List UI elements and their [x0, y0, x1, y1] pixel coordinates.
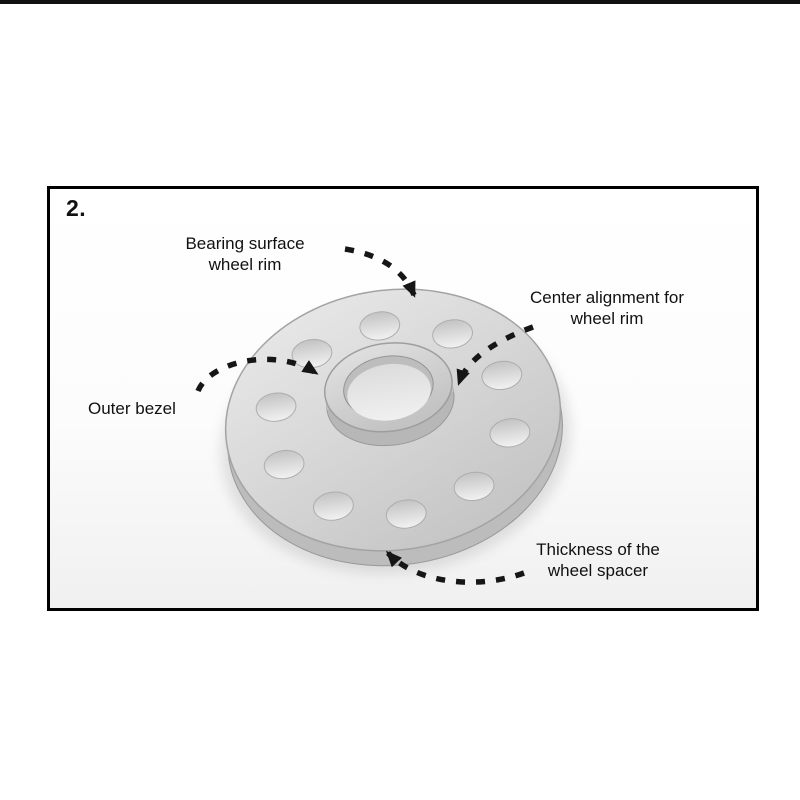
- step-number: 2.: [66, 195, 87, 221]
- instruction-frame: 2.: [47, 186, 759, 611]
- label-center-alignment: Center alignment for wheel rim: [512, 287, 702, 329]
- label-bearing-surface-line1: Bearing surface: [185, 234, 305, 253]
- arrow-center-alignment: [456, 324, 534, 386]
- label-thickness-line1: Thickness of the: [536, 540, 660, 559]
- top-border-bar: [0, 0, 800, 4]
- wheel-spacer-diagram: [195, 246, 572, 585]
- label-bearing-surface: Bearing surface wheel rim: [150, 233, 340, 275]
- callout-arrows: [195, 246, 534, 585]
- bolt-hole: [432, 319, 473, 349]
- bolt-hole: [255, 392, 297, 422]
- label-thickness-line2: wheel spacer: [547, 561, 649, 580]
- bolt-hole: [385, 499, 427, 529]
- bolt-hole: [453, 471, 495, 502]
- bolt-hole: [263, 449, 305, 480]
- label-outer-bezel: Outer bezel: [88, 398, 176, 419]
- bolt-hole: [359, 311, 401, 341]
- label-thickness: Thickness of the wheel spacer: [508, 539, 688, 581]
- label-center-alignment-line1: Center alignment for: [529, 288, 685, 307]
- arrow-thickness: [385, 550, 525, 585]
- arrow-bearing-surface: [344, 246, 417, 298]
- label-center-alignment-line2: wheel rim: [570, 309, 644, 328]
- label-bearing-surface-line2: wheel rim: [208, 255, 282, 274]
- bolt-hole: [313, 491, 354, 521]
- bolt-hole: [481, 360, 523, 391]
- label-outer-bezel-text: Outer bezel: [88, 399, 176, 418]
- bolt-hole: [489, 418, 531, 448]
- center-bore: [347, 363, 431, 421]
